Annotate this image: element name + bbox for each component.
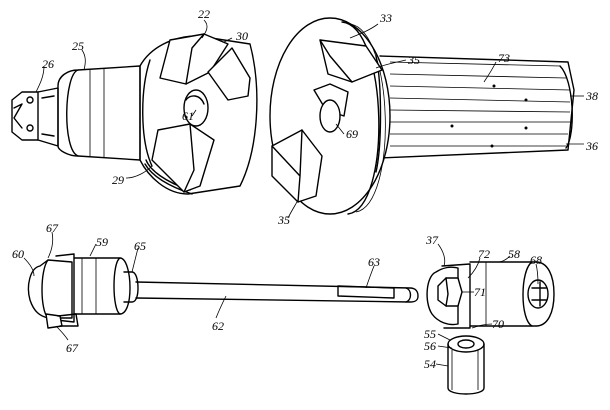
- label-73: 73: [498, 51, 510, 65]
- label-36: 36: [585, 139, 598, 153]
- label-65: 65: [134, 239, 146, 253]
- reference-labels: 22 30 25 26 61 29 33 35 73 38 69 36 35 6…: [12, 7, 598, 371]
- label-70: 70: [492, 317, 504, 331]
- label-62: 62: [212, 319, 224, 333]
- label-71: 71: [474, 285, 486, 299]
- label-37: 37: [425, 233, 439, 247]
- label-67-top: 67: [46, 221, 59, 235]
- label-38: 38: [585, 89, 598, 103]
- label-69: 69: [346, 127, 358, 141]
- leader-lines: [23, 19, 584, 367]
- label-55: 55: [424, 327, 436, 341]
- label-35-bottom: 35: [277, 213, 290, 227]
- coupling-assembly: [11, 33, 258, 195]
- label-63: 63: [368, 255, 380, 269]
- shaft-assembly: [27, 253, 419, 329]
- label-61: 61: [182, 109, 194, 123]
- label-25: 25: [72, 39, 84, 53]
- label-56: 56: [424, 339, 436, 353]
- label-68: 68: [530, 253, 542, 267]
- label-67-bottom: 67: [66, 341, 79, 355]
- label-29: 29: [112, 173, 124, 187]
- label-22: 22: [198, 7, 210, 21]
- label-35-top: 35: [407, 53, 420, 67]
- label-72: 72: [478, 247, 490, 261]
- socket-assembly: [426, 261, 555, 395]
- label-54: 54: [424, 357, 436, 371]
- label-30: 30: [235, 29, 248, 43]
- disc-cutter-assembly: [269, 17, 575, 215]
- label-26: 26: [42, 57, 54, 71]
- label-60: 60: [12, 247, 24, 261]
- label-33: 33: [379, 11, 392, 25]
- label-59: 59: [96, 235, 108, 249]
- label-58: 58: [508, 247, 520, 261]
